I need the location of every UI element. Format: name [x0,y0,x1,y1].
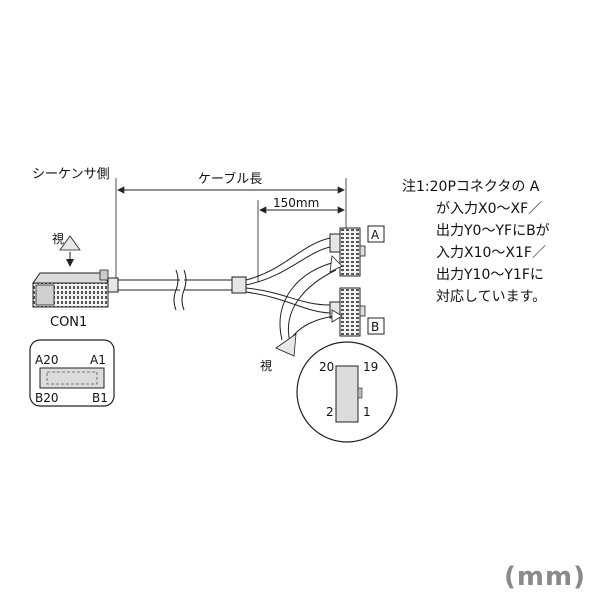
note-text: 注1:20Pコネクタの A が入力X0～XF／ 出力Y0～YFにBが 入力X10… [402,176,592,308]
pin20-pin-20: 20 [319,360,334,374]
note-line: 注1:20Pコネクタの A [402,179,540,195]
pin20-pin-1: 1 [363,405,371,419]
con1-pin-layout: A20 A1 B20 B1 [29,339,115,407]
view-label-side: 視 [260,358,272,373]
main-cable [118,269,247,311]
unit-label: (mm) [504,562,586,592]
note-line: 出力Y0～YFにBが [436,223,550,239]
note-line: が入力X0～XF／ [436,201,543,217]
connector-b-label: B [371,320,379,334]
connector-b: B [329,287,385,337]
branch-length-label: 150mm [273,196,319,210]
con1-pin-b1: B1 [92,391,108,405]
con1-pin-a20: A20 [35,353,58,367]
note-line: 対応しています。 [436,289,547,305]
sequencer-side-label: シーケンサ側 [32,167,110,182]
view-indicator-side: 視 [260,255,343,373]
connector-20p-pin-layout: 20 19 2 1 [296,341,398,443]
branch-cables [245,237,331,314]
connector-a-label: A [371,228,380,242]
connector-a: A [329,225,385,277]
con1-pin-b20: B20 [35,391,59,405]
cable-length-label: ケーブル長 [198,171,262,187]
cable-length-dimension: ケーブル長 [115,171,347,282]
view-indicator-top: 視 [52,231,81,267]
note-line: 入力X10～X1F／ [436,245,546,261]
branch-length-dimension: 150mm [257,196,345,282]
note-line: 出力Y10～Y1Fに [436,267,544,283]
pin20-pin-19: 19 [363,360,378,374]
con1-label: CON1 [50,315,87,330]
pin20-pin-2: 2 [326,405,334,419]
con1-connector: CON1 [32,269,119,330]
con1-pin-a1: A1 [90,353,106,367]
view-label-top: 視 [52,231,64,246]
